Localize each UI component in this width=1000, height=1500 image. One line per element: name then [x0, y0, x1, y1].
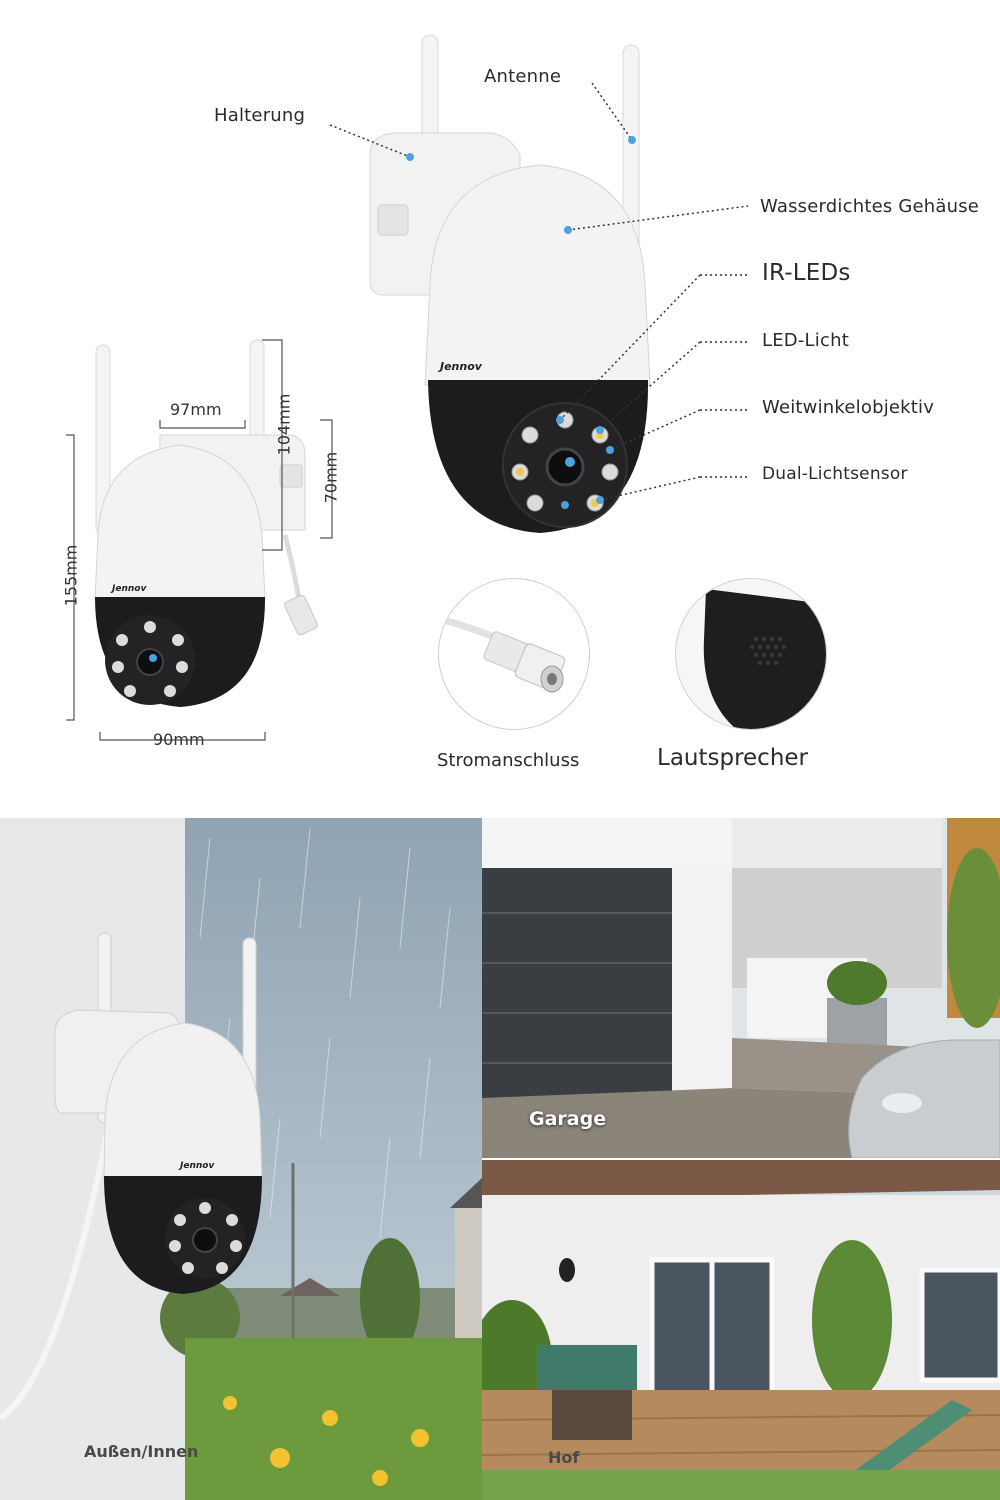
caption-power: Stromanschluss: [437, 750, 580, 771]
main-camera-illustration: Jennov: [369, 34, 651, 533]
detail-speaker: [675, 578, 827, 730]
detail-power-connector: [438, 578, 590, 730]
dim-width-top: 97mm: [170, 400, 222, 419]
scene-label-indoor-outdoor: Außen/Innen: [84, 1442, 199, 1461]
annotation-lines: [329, 82, 749, 504]
dimension-lines: [66, 339, 333, 741]
dim-height-total: 155mm: [61, 544, 81, 607]
label-halterung: Halterung: [214, 105, 306, 126]
dim-height-mount: 104mm: [274, 393, 294, 456]
scene-label-yard: Hof: [548, 1448, 580, 1467]
scene-yard: Hof: [482, 1160, 1000, 1500]
yard-scene-image: [482, 1160, 1000, 1500]
caption-speaker: Lautsprecher: [657, 745, 809, 771]
label-led-licht: LED-Licht: [762, 330, 849, 351]
dim-width-base: 90mm: [153, 730, 205, 749]
power-connector-icon: [439, 615, 566, 693]
speaker-grille-icon: [676, 579, 826, 729]
svg-text:Jennov: Jennov: [178, 1161, 215, 1171]
dim-height-side: 70mm: [321, 451, 341, 504]
scene-indoor-outdoor: Jennov Außen/Innen: [0, 818, 482, 1500]
rain-scene-image: Jennov: [0, 818, 482, 1500]
label-gehaeuse: Wasserdichtes Gehäuse: [760, 196, 980, 217]
label-antenne: Antenne: [484, 66, 562, 87]
garage-scene-image: [482, 818, 1000, 1158]
dimension-camera-illustration: Jennov: [94, 339, 318, 707]
brand-logo: Jennov: [438, 360, 483, 373]
label-ir-leds: IR-LEDs: [762, 260, 851, 286]
scene-label-garage: Garage: [529, 1108, 607, 1130]
svg-text:Jennov: Jennov: [110, 584, 147, 594]
scene-garage: Garage: [482, 818, 1000, 1158]
label-objektiv: Weitwinkelobjektiv: [762, 397, 935, 418]
label-lichtsensor: Dual-Lichtsensor: [762, 464, 908, 484]
